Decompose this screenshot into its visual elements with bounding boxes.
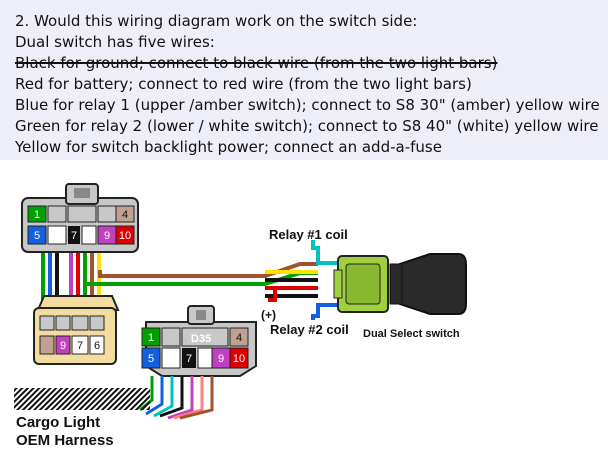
top-connector-wires <box>41 248 101 300</box>
top-pin-7: 7 <box>71 230 77 242</box>
bottom-connector: 1 D35 4 5 7 9 10 <box>141 305 257 377</box>
bottom-pin-5: 5 <box>148 353 154 365</box>
top-connector: 1 4 5 7 9 10 <box>21 183 139 253</box>
top-pin-10: 10 <box>119 230 131 242</box>
switch-label: Dual Select switch <box>363 328 460 340</box>
relay2-label: Relay #2 coil <box>270 322 349 337</box>
dual-select-switch <box>389 253 467 315</box>
bottom-pin-10: 10 <box>233 353 245 365</box>
beige-pin-6: 6 <box>94 340 100 352</box>
harness-label-line1: Cargo Light <box>16 414 100 431</box>
top-pin-4: 4 <box>122 209 128 221</box>
bottom-pin-9: 9 <box>218 353 224 365</box>
beige-connector: 9 7 6 <box>33 295 120 365</box>
post-line-wires: Dual switch has five wires: <box>15 33 215 51</box>
post-line-green: Green for relay 2 (lower / white switch)… <box>15 117 599 135</box>
horizontal-wires <box>83 240 340 320</box>
harness-sheath <box>14 388 150 410</box>
switch-pigtail <box>333 255 389 313</box>
harness-label-line2: OEM Harness <box>16 432 114 449</box>
wiring-diagram: 1 4 5 7 9 10 9 7 6 1 <box>14 183 467 449</box>
bottom-pin-4: 4 <box>236 332 242 344</box>
bottom-pin-7: 7 <box>186 353 192 365</box>
bottom-pin-1: 1 <box>148 332 154 344</box>
quoted-post: 2. Would this wiring diagram work on the… <box>0 0 608 160</box>
top-pin-5: 5 <box>34 230 40 242</box>
beige-pin-9: 9 <box>60 340 66 352</box>
beige-pin-7: 7 <box>77 340 83 352</box>
post-line-black: Black for ground; connect to black wire … <box>15 54 498 72</box>
top-pin-9: 9 <box>104 230 110 242</box>
relay1-label: Relay #1 coil <box>269 227 348 242</box>
plus-label: (+) <box>261 308 276 322</box>
connector-id-d35: D35 <box>191 333 211 345</box>
bottom-harness-wires <box>139 376 214 420</box>
post-question: 2. Would this wiring diagram work on the… <box>15 12 418 30</box>
post-line-red: Red for battery; connect to red wire (fr… <box>15 75 472 93</box>
post-line-blue: Blue for relay 1 (upper /amber switch); … <box>15 96 600 114</box>
top-pin-1: 1 <box>34 209 40 221</box>
post-line-yellow: Yellow for switch backlight power; conne… <box>15 138 442 156</box>
